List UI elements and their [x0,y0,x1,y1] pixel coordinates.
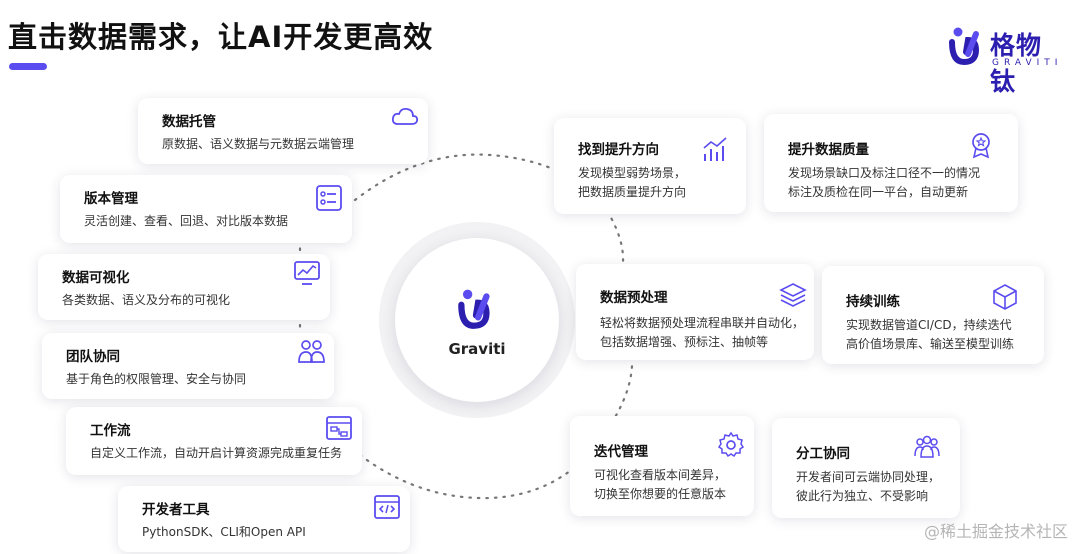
page-title: 直击数据需求，让AI开发更高效 [8,20,434,54]
gear-icon [717,431,745,458]
graviti-logo-icon [458,289,490,329]
card-desc: 轻松将数据预处理流程串联并自动化， 包括数据增强、预标注、抽帧等 [600,316,805,349]
card-team-collaboration: 团队协同 基于角色的权限管理、安全与协同 [42,333,334,399]
award-icon [972,133,990,159]
connector-bottom [358,364,634,500]
card-division-collaboration: 分工协同 开发者间可云端协同处理， 彼此行为独立、不受影响 [772,418,960,518]
version-list-icon [316,185,342,211]
graviti-logo-icon [949,27,980,66]
card-title: 开发者工具 [142,502,210,518]
monitor-chart-icon [294,261,320,285]
card-data-hosting: 数据托管 原数据、语义数据与元数据云端管理 [138,98,428,164]
watermark: @稀土掘金技术社区 [923,522,1068,541]
brand-subtitle: GRAVITI [992,58,1063,68]
cube-icon [993,284,1017,310]
brand-logo: 格物钛 GRAVITI [946,22,1066,96]
card-title: 分工协同 [796,446,850,462]
team-icon [298,340,325,363]
card-desc: 实现数据管道CI/CD，持续迭代 高价值场景库、输送至模型训练 [846,318,1015,351]
card-desc: 发现模型弱势场景， 把数据质量提升方向 [578,166,687,199]
card-desc: 基于角色的权限管理、安全与协同 [66,372,247,386]
connector-top [353,153,625,272]
card-desc: 灵活创建、查看、回退、对比版本数据 [84,214,289,228]
code-window-icon [374,495,400,519]
card-title: 工作流 [90,423,131,439]
card-desc: PythonSDK、CLI和Open API [142,525,306,539]
card-continuous-training: 持续训练 实现数据管道CI/CD，持续迭代 高价值场景库、输送至模型训练 [822,266,1044,364]
card-workflow: 工作流 自定义工作流，自动开启计算资源完成重复任务 [66,407,362,475]
card-desc: 可视化查看版本间差异， 切换至你想要的任意版本 [594,468,727,501]
card-desc: 自定义工作流，自动开启计算资源完成重复任务 [90,446,343,460]
group-icon [914,435,940,458]
card-data-visualization: 数据可视化 各类数据、语义及分布的可视化 [38,254,330,320]
card-developer-tools: 开发者工具 PythonSDK、CLI和Open API [118,486,410,552]
cloud-icon [391,107,419,125]
title-underline [9,63,47,70]
card-find-direction: 找到提升方向 发现模型弱势场景， 把数据质量提升方向 [554,118,746,214]
card-title: 数据预处理 [600,290,668,306]
card-improve-quality: 提升数据质量 发现场景缺口及标注口径不一的情况 标注及质检在同一平台，自动更新 [764,114,1018,212]
brand-name: 格物钛 [990,31,1043,96]
bar-trend-icon [703,137,727,161]
card-title: 版本管理 [84,191,138,207]
graviti-hub: Graviti [395,238,559,402]
card-desc: 发现场景缺口及标注口径不一的情况 标注及质检在同一平台，自动更新 [788,166,981,199]
layers-icon [779,283,807,307]
card-desc: 开发者间可云端协同处理， 彼此行为独立、不受影响 [796,470,941,503]
hub-label: Graviti [448,340,506,358]
card-desc: 原数据、语义数据与元数据云端管理 [162,137,355,151]
card-data-preprocessing: 数据预处理 轻松将数据预处理流程串联并自动化， 包括数据增强、预标注、抽帧等 [576,264,814,360]
card-iteration-management: 迭代管理 可视化查看版本间差异， 切换至你想要的任意版本 [570,416,754,516]
workflow-icon [326,416,352,440]
card-title: 提升数据质量 [788,142,869,158]
card-title: 数据托管 [162,114,216,130]
card-title: 迭代管理 [594,444,648,460]
card-title: 团队协同 [66,349,120,365]
card-title: 数据可视化 [62,270,130,286]
card-title: 持续训练 [846,294,900,310]
card-version-management: 版本管理 灵活创建、查看、回退、对比版本数据 [60,175,352,243]
card-title: 找到提升方向 [578,142,659,158]
card-desc: 各类数据、语义及分布的可视化 [62,293,231,307]
